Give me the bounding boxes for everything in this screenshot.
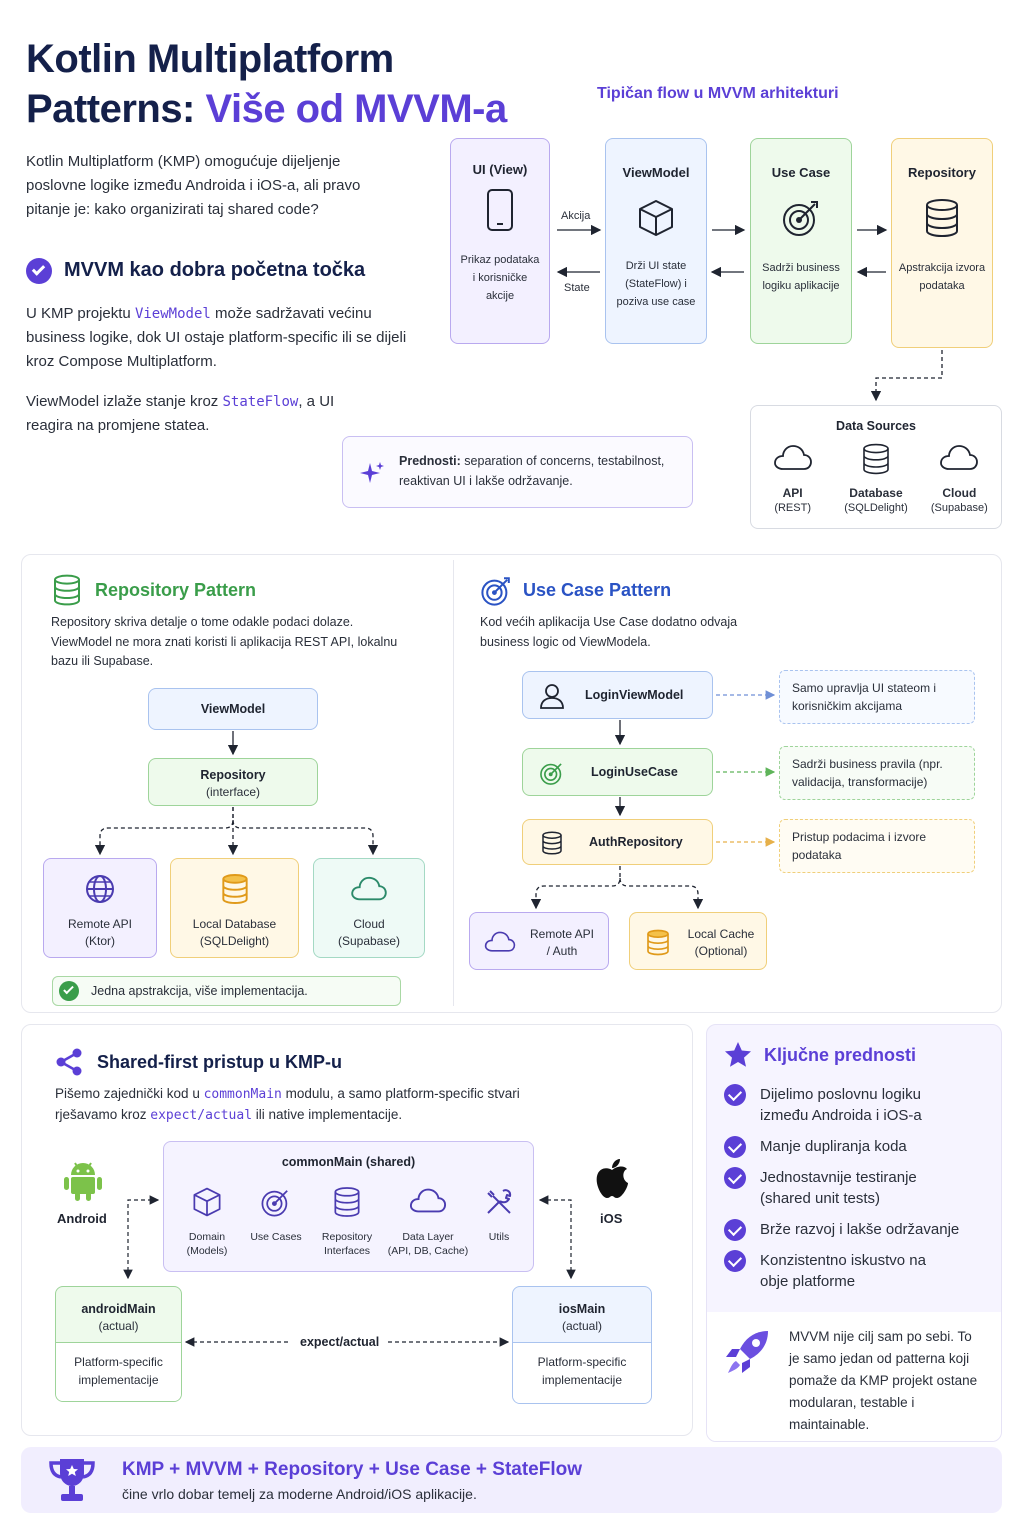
check-circle-icon (26, 258, 52, 284)
check-circle-icon (724, 1167, 746, 1189)
divider (453, 560, 454, 1006)
trophy-icon (49, 1459, 95, 1501)
state-label: State (564, 282, 590, 294)
uc-local-cache-box: Local Cache(Optional) (629, 912, 767, 970)
usecase-box: Use Case Sadrži business logiku aplikaci… (750, 138, 852, 344)
star-icon (725, 1042, 751, 1067)
module-repository-interfaces: Repository Interfaces (312, 1186, 382, 1258)
ds-database: Database (SQLDelight) (836, 443, 916, 516)
target-icon (783, 201, 818, 236)
android-main-box: androidMain (actual) Platform-specific i… (55, 1286, 182, 1402)
mvvm-heading: MVVM kao dobra početna točka (64, 259, 366, 281)
page-title: Kotlin Multiplatform Patterns: Više od M… (26, 37, 507, 131)
viewmodel-box: ViewModel Drži UI state (StateFlow) i po… (605, 138, 707, 344)
cloud-icon (940, 445, 979, 470)
rp-repository-box: Repository (interface) (148, 758, 318, 806)
check-circle-icon (724, 1136, 746, 1158)
android-label: Android (57, 1211, 107, 1226)
ios-main-box: iosMain (actual) Platform-specific imple… (512, 1286, 652, 1404)
cloud-icon (409, 1188, 447, 1213)
note-repository: Pristup podacima i izvore podataka (779, 819, 975, 873)
sparkle-icon (360, 462, 384, 483)
benefit-item: Brže razvoj i lakše održavanje (724, 1219, 994, 1241)
shared-arrows (123, 1195, 576, 1347)
rp-remote-api-box: Remote API (Ktor) (43, 858, 157, 958)
cube-icon (639, 200, 673, 236)
action-label: Akcija (561, 210, 591, 222)
cube-icon (193, 1187, 221, 1217)
auth-repository-box: AuthRepository (522, 819, 713, 865)
module-use-cases: Use Cases (243, 1186, 309, 1258)
rocket-icon (726, 1331, 768, 1373)
footer-headline: KMP + MVVM + Repository + Use Case + Sta… (122, 1459, 583, 1480)
target-icon (261, 1190, 288, 1217)
cloud-icon (351, 876, 387, 901)
phone-icon (487, 189, 513, 231)
database-icon (221, 874, 248, 904)
ui-view-box: UI (View) Prikaz podataka i korisničke a… (450, 138, 550, 344)
note-viewmodel: Samo upravlja UI stateom i korisničkim a… (779, 670, 975, 724)
check-circle-icon (724, 1084, 746, 1106)
cloud-icon (773, 445, 812, 470)
database-icon (647, 929, 669, 956)
ios-label: iOS (600, 1211, 623, 1226)
benefit-item: Dijelimo poslovnu logiku između Androida… (724, 1084, 994, 1126)
globe-icon (86, 875, 114, 903)
flow-title: Tipičan flow u MVVM arhitekturi (597, 85, 839, 102)
rp-local-db-box: Local Database (SQLDelight) (170, 858, 299, 958)
shared-first-desc: Pišemo zajednički kod u commonMain modul… (55, 1086, 520, 1123)
closing-text: MVVM nije cilj sam po sebi. To je samo j… (789, 1329, 978, 1432)
module-data-layer: Data Layer (API, DB, Cache) (385, 1186, 471, 1258)
android-icon (64, 1162, 102, 1201)
benefits-callout: Prednosti: separation of concerns, testa… (342, 436, 693, 508)
uc-arrows (530, 690, 776, 910)
module-domain: Domain (Models) (174, 1186, 240, 1258)
usecase-pattern-desc: Kod većih aplikacija Use Case dodatno od… (480, 615, 738, 649)
usecase-pattern-heading: Use Case Pattern (523, 580, 672, 600)
ds-api: API (REST) (753, 443, 833, 516)
cloud-icon (484, 931, 516, 952)
login-usecase-box: LoginUseCase (522, 748, 713, 796)
key-benefits-heading: Ključne prednosti (764, 1045, 917, 1065)
rp-cloud-box: Cloud (Supabase) (313, 858, 425, 958)
share-icon (56, 1048, 82, 1076)
check-circle-icon (724, 1219, 746, 1241)
expect-actual-label: expect/actual (300, 1335, 380, 1349)
flow-arrows (556, 224, 943, 402)
apple-icon (596, 1159, 628, 1198)
repository-pattern-heading: Repository Pattern (95, 580, 257, 600)
database-icon (926, 199, 958, 238)
footer-banner (21, 1447, 1002, 1513)
database-icon (54, 574, 80, 606)
database-icon (334, 1187, 360, 1217)
note-usecase: Sadrži business pravila (npr. validacija… (779, 746, 975, 800)
user-icon (540, 684, 564, 709)
data-sources-box: Data Sources API (REST) Database (SQLDel… (750, 405, 1002, 529)
benefit-item: Konzistentno iskustvo na obje platforme (724, 1250, 994, 1292)
mvvm-paragraph-2: ViewModel izlaže stanje kroz StateFlow, … (26, 393, 335, 434)
mvvm-paragraph-1: U KMP projektu ViewModel može sadržavati… (26, 305, 407, 370)
intro-text: Kotlin Multiplatform (KMP) omogućuje dij… (26, 153, 361, 218)
rp-arrows (94, 731, 379, 856)
ds-cloud: Cloud (Supabase) (919, 443, 999, 516)
repository-box: Repository Apstrakcija izvora podataka (891, 138, 993, 348)
module-utils: Utils (474, 1186, 524, 1258)
footer-sub: čine vrlo dobar temelj za moderne Androi… (122, 1486, 477, 1502)
uc-remote-api-box: Remote API/ Auth (469, 912, 609, 970)
check-circle-icon (59, 981, 79, 1001)
login-viewmodel-box: LoginViewModel (522, 671, 713, 719)
target-icon (540, 763, 562, 785)
shared-first-heading: Shared-first pristup u KMP-u (97, 1052, 343, 1072)
database-icon (863, 443, 889, 475)
target-icon (481, 577, 510, 606)
benefit-item: Jednostavnije testiranje (shared unit te… (724, 1167, 994, 1209)
tools-icon (487, 1189, 512, 1214)
rp-note: Jedna apstrakcija, više implementacija. (52, 976, 401, 1006)
check-circle-icon (724, 1250, 746, 1272)
repository-pattern-desc: Repository skriva detalje o tome odakle … (51, 615, 398, 668)
common-main-box: commonMain (shared) Domain (Models) Use … (163, 1141, 534, 1272)
rp-viewmodel-box: ViewModel (148, 688, 318, 730)
database-icon (542, 831, 562, 855)
benefit-item: Manje dupliranja koda (724, 1136, 994, 1158)
